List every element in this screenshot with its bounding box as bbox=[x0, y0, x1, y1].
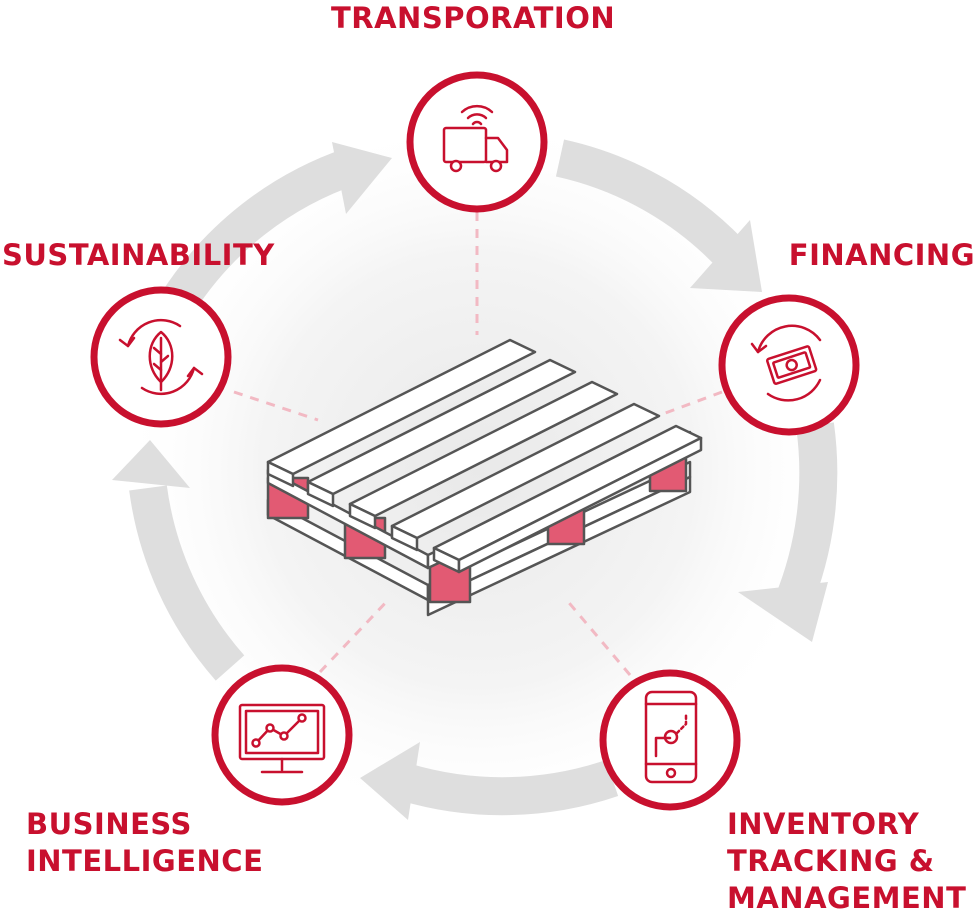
connector-financing bbox=[651, 390, 723, 420]
label-line: SUSTAINABILITY bbox=[2, 238, 275, 272]
label-transportation: TRANSPORATION bbox=[331, 0, 615, 37]
label-financing: FINANCING bbox=[789, 237, 975, 274]
money-cycle-icon bbox=[750, 324, 822, 402]
monitor-chart-icon bbox=[238, 703, 326, 774]
label-line: MANAGEMENT bbox=[727, 881, 967, 915]
node-ring-inventory bbox=[599, 669, 741, 811]
label-line: TRANSPORATION bbox=[331, 1, 616, 35]
node-transportation bbox=[406, 71, 548, 213]
arrow-transportation-to-financing bbox=[555, 139, 762, 292]
arrow-financing-to-inventory bbox=[738, 422, 838, 642]
pallet-icon bbox=[266, 338, 703, 617]
background-glow bbox=[118, 110, 838, 830]
label-line: FINANCING bbox=[788, 238, 975, 272]
arrow-inventory-to-bi bbox=[360, 742, 619, 820]
label-line: TRACKING & bbox=[727, 844, 935, 878]
label-line: INVENTORY bbox=[727, 807, 920, 841]
label-line: INTELLIGENCE bbox=[26, 844, 264, 878]
connector-sustainability bbox=[233, 390, 319, 422]
cycle-arrows bbox=[112, 139, 838, 820]
arrow-sustainability-to-transportation bbox=[162, 142, 392, 313]
connectors bbox=[233, 212, 723, 676]
node-ring-transportation bbox=[406, 71, 548, 213]
leaf-recycle-icon bbox=[118, 318, 204, 396]
node-ring-financing bbox=[718, 294, 860, 436]
truck-signal-icon bbox=[442, 104, 509, 173]
label-line: BUSINESS bbox=[26, 807, 192, 841]
arrow-bi-to-sustainability bbox=[112, 440, 245, 681]
phone-tracking-icon bbox=[644, 690, 698, 784]
node-sustainability bbox=[90, 286, 232, 428]
node-financing bbox=[718, 294, 860, 436]
node-inventory bbox=[599, 669, 741, 811]
node-bi bbox=[211, 664, 353, 806]
label-sustainability: SUSTAINABILITY bbox=[2, 237, 275, 274]
